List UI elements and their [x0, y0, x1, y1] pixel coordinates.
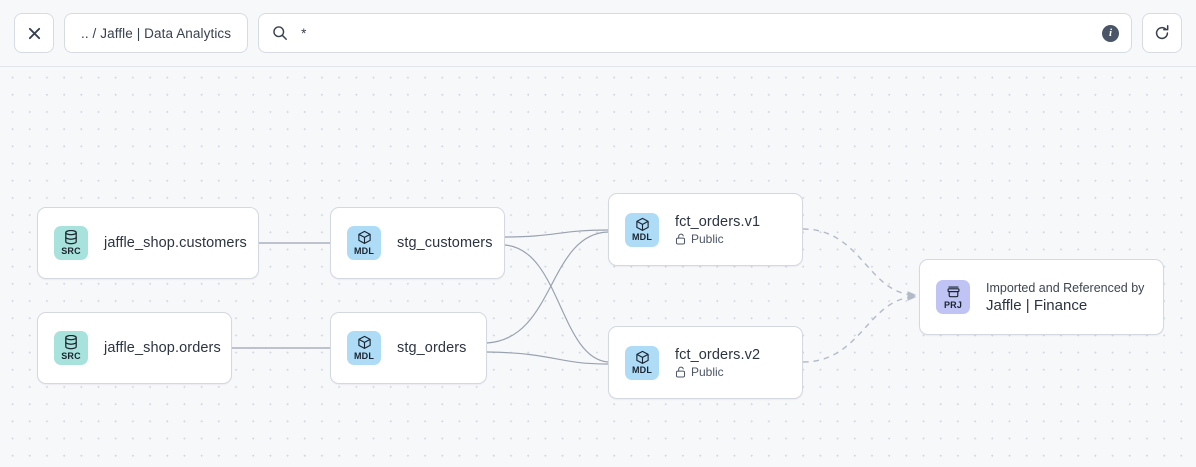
lineage-canvas[interactable]: SRC jaffle_shop.customers SRC jaffle_sho…	[0, 67, 1196, 467]
unlock-icon	[675, 233, 686, 244]
badge-kind-label: MDL	[631, 232, 653, 242]
project-icon	[946, 285, 961, 299]
badge-kind-label: MDL	[353, 350, 375, 361]
node-fct-orders-v2[interactable]: MDL fct_orders.v2 Public	[608, 326, 803, 399]
close-icon	[28, 27, 40, 39]
node-jaffle-finance-project[interactable]: PRJ Imported and Referenced by Jaffle | …	[919, 259, 1164, 335]
node-text: stg_customers	[397, 235, 493, 251]
cube-icon	[635, 350, 650, 364]
refresh-button[interactable]	[1142, 13, 1182, 53]
search-icon	[273, 26, 288, 40]
badge-prj: PRJ	[936, 280, 970, 314]
toolbar: .. / Jaffle | Data Analytics i	[0, 0, 1196, 67]
node-kicker: Imported and Referenced by	[986, 280, 1145, 295]
badge-src: SRC	[54, 226, 88, 260]
node-text: fct_orders.v2 Public	[675, 347, 760, 379]
badge-kind-label: PRJ	[943, 299, 963, 310]
cube-icon	[357, 335, 372, 350]
cube-icon	[635, 217, 650, 231]
node-title: Jaffle | Finance	[986, 296, 1088, 314]
node-stg-customers[interactable]: MDL stg_customers	[330, 207, 505, 279]
search-box[interactable]: i	[258, 13, 1132, 53]
cube-icon	[357, 230, 372, 245]
node-text: fct_orders.v1 Public	[675, 214, 760, 246]
edge-stgcustomers-to-v2	[504, 244, 609, 363]
node-title: stg_orders	[397, 340, 467, 356]
node-visibility: Public	[675, 232, 760, 246]
badge-mdl: MDL	[347, 331, 381, 365]
edge-v2-to-project	[802, 293, 917, 363]
badge-kind-label: MDL	[631, 365, 653, 375]
node-text: jaffle_shop.customers	[104, 235, 247, 251]
breadcrumb-button[interactable]: .. / Jaffle | Data Analytics	[64, 13, 249, 53]
node-fct-orders-v1[interactable]: MDL fct_orders.v1 Public	[608, 193, 803, 266]
node-title: stg_customers	[397, 235, 493, 251]
badge-mdl: MDL	[625, 212, 659, 247]
breadcrumb: .. / Jaffle | Data Analytics	[81, 25, 232, 41]
node-jaffle-shop-customers[interactable]: SRC jaffle_shop.customers	[37, 207, 259, 279]
node-text: Imported and Referenced by Jaffle | Fina…	[986, 281, 1144, 314]
node-jaffle-shop-orders[interactable]: SRC jaffle_shop.orders	[37, 312, 232, 384]
badge-kind-label: SRC	[61, 245, 81, 256]
node-visibility: Public	[675, 365, 760, 379]
unlock-icon	[675, 366, 686, 377]
node-title: fct_orders.v2	[675, 346, 761, 363]
node-stg-orders[interactable]: MDL stg_orders	[330, 312, 487, 384]
badge-kind-label: SRC	[61, 350, 81, 361]
database-icon	[64, 230, 78, 245]
search-input[interactable]	[301, 22, 1089, 44]
node-title: jaffle_shop.orders	[104, 340, 221, 356]
database-icon	[64, 335, 78, 350]
node-text: stg_orders	[397, 340, 467, 356]
badge-kind-label: MDL	[353, 245, 375, 256]
node-visibility-label: Public	[691, 231, 724, 246]
edge-stgcustomers-to-v1	[504, 229, 609, 238]
badge-mdl: MDL	[625, 345, 659, 380]
node-visibility-label: Public	[691, 364, 724, 379]
refresh-icon	[1155, 24, 1169, 40]
edge-stgorders-to-v2	[486, 351, 609, 365]
edge-stgorders-to-v1	[486, 231, 609, 344]
node-title: fct_orders.v1	[675, 213, 761, 230]
badge-src: SRC	[54, 331, 88, 365]
info-icon[interactable]: i	[1102, 24, 1119, 42]
node-text: jaffle_shop.orders	[104, 340, 221, 356]
badge-mdl: MDL	[347, 226, 381, 260]
node-title: jaffle_shop.customers	[104, 235, 247, 251]
close-button[interactable]	[14, 13, 54, 53]
edge-v1-to-project	[802, 228, 917, 299]
